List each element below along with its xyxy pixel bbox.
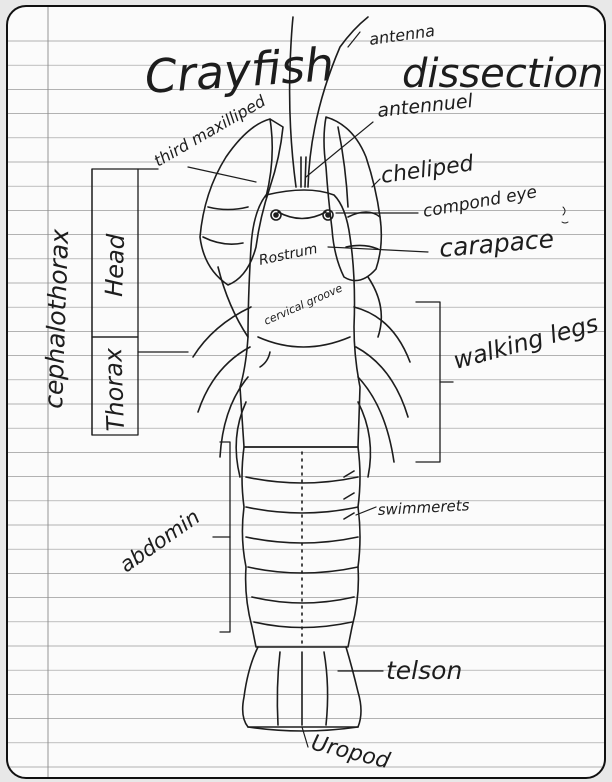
rostrum-label: Rostrum [258,241,319,269]
tail-fan [243,647,361,731]
abdomen-segments [242,447,360,647]
cheliped-label: cheliped [379,151,476,189]
carapace-label: carapace [438,224,555,263]
carapace [240,190,360,447]
left-claw [200,119,283,337]
third-maxilliped-label: third maxilliped [151,91,270,171]
cephalothorax-label: cephalothorax [39,228,74,409]
walking-legs-label: walking legs [450,309,601,375]
telson-label: telson [386,656,462,685]
antennule-label: antennuel [376,90,474,122]
antenna-label: antenna [368,21,436,49]
crayfish-diagram: Crayfish dissection antenna antennuel th… [8,7,604,777]
cervical-groove-label: cervical groove [262,281,345,327]
leader-lines [188,32,428,747]
compound-eye-label: compond eye [421,182,538,222]
right-claw [324,117,381,337]
head-label: Head [100,233,130,297]
swimmerets-label: swimmerets [377,496,470,519]
title-text: Crayfish [143,37,336,104]
thorax-label: Thorax [99,347,130,432]
abdomen-label: abdomin [115,505,204,577]
notebook-page: Crayfish dissection antenna antennuel th… [6,5,606,779]
uropod-label: Uropod [309,731,394,775]
title-right-text: dissection [402,51,603,97]
